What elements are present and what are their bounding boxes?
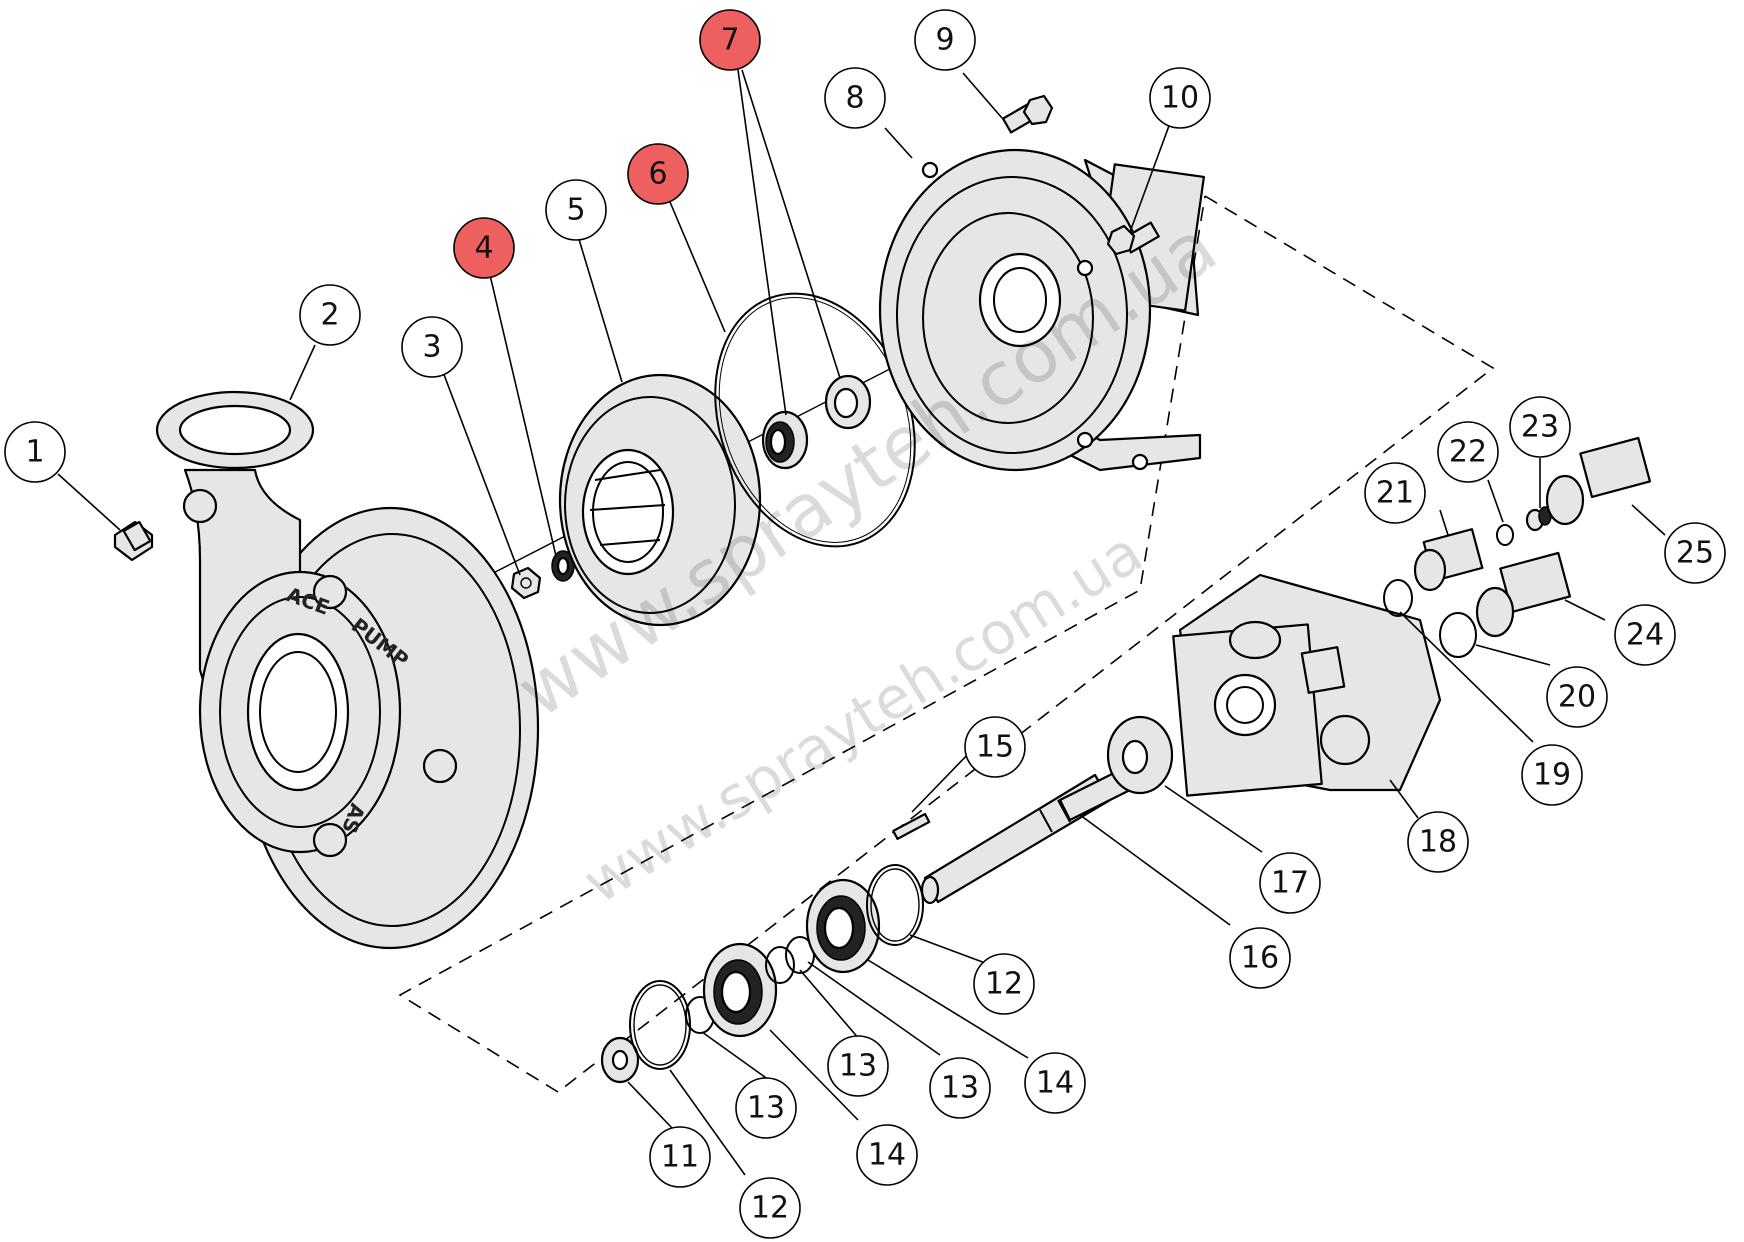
callout-20: 20 (1546, 666, 1608, 728)
callout-13-b: 13 (827, 1035, 889, 1097)
callouts: 1 2 3 4 5 6 7 8 9 10 11 12 12 13 13 13 1… (4, 9, 1726, 1239)
callout-8: 8 (824, 67, 886, 129)
part-11-washer (600, 1036, 640, 1084)
callout-21: 21 (1364, 462, 1426, 524)
part-14-bearing-left (702, 942, 778, 1038)
callout-12-right: 12 (973, 953, 1035, 1015)
callout-25: 25 (1664, 522, 1726, 584)
callout-22-label: 22 (1449, 435, 1487, 470)
callout-18-label: 18 (1419, 825, 1457, 860)
part-19-o-ring (1383, 579, 1413, 617)
callout-16: 16 (1229, 927, 1291, 989)
leader-lines (57, 69, 1666, 1176)
callout-19: 19 (1521, 744, 1583, 806)
callout-13-c-label: 13 (941, 1071, 979, 1106)
callout-9-label: 9 (935, 23, 954, 58)
part-18-hydraulic-motor (1172, 573, 1442, 797)
part-15-key (892, 812, 931, 840)
part-5-impeller (558, 373, 762, 627)
callout-5: 5 (545, 179, 607, 241)
callout-5-label: 5 (566, 193, 585, 228)
callout-3-label: 3 (422, 330, 441, 365)
callout-20-label: 20 (1558, 680, 1596, 715)
callout-2: 2 (299, 284, 361, 346)
callout-16-label: 16 (1241, 941, 1279, 976)
callout-7-label: 7 (720, 23, 739, 58)
part-17-lip-seal (1106, 715, 1174, 795)
callout-3: 3 (401, 316, 463, 378)
callout-6-label: 6 (648, 157, 667, 192)
callout-13-b-label: 13 (839, 1049, 877, 1084)
part-25-fitting (1545, 436, 1652, 526)
part-4-impeller-washer (551, 550, 575, 582)
callout-10: 10 (1149, 67, 1211, 129)
callout-22: 22 (1437, 421, 1499, 483)
callout-4-label: 4 (474, 231, 493, 266)
part-1-plug (113, 520, 154, 562)
callout-12-left-label: 12 (751, 1191, 789, 1226)
callout-4: 4 (453, 217, 515, 279)
callout-1: 1 (4, 421, 66, 483)
part-20-o-ring (1439, 612, 1477, 658)
callout-23: 23 (1509, 396, 1571, 458)
callout-15-label: 15 (976, 730, 1014, 765)
part-12-retaining-ring-right (866, 864, 924, 946)
callout-9: 9 (914, 9, 976, 71)
part-2-pump-casing: ACE PUMP AS (155, 390, 540, 950)
part-24-fitting (1475, 551, 1572, 638)
callout-14-b: 14 (1024, 1052, 1086, 1114)
callout-12-left: 12 (739, 1177, 801, 1239)
callout-21-label: 21 (1376, 476, 1414, 511)
callout-13-a: 13 (735, 1077, 797, 1139)
callout-25-label: 25 (1676, 536, 1714, 571)
callout-11: 11 (649, 1126, 711, 1188)
part-3-impeller-nut (510, 566, 542, 600)
part-21-fitting (1413, 528, 1484, 592)
callout-7: 7 (699, 9, 761, 71)
callout-6: 6 (627, 143, 689, 205)
callout-13-a-label: 13 (747, 1091, 785, 1126)
callout-13-c: 13 (929, 1057, 991, 1119)
callout-17: 17 (1259, 852, 1321, 914)
callout-15: 15 (964, 716, 1026, 778)
callout-17-label: 17 (1271, 866, 1309, 901)
callout-8-label: 8 (845, 81, 864, 116)
callout-14-a-label: 14 (868, 1138, 906, 1173)
part-23-check-valve (1525, 506, 1552, 532)
part-22-o-ring (1496, 524, 1514, 546)
callout-11-label: 11 (661, 1140, 699, 1175)
callout-10-label: 10 (1161, 81, 1199, 116)
part-12-retaining-ring-left (629, 980, 691, 1070)
callout-18: 18 (1407, 811, 1469, 873)
callout-12-right-label: 12 (985, 967, 1023, 1002)
part-9-bolt (1001, 94, 1054, 134)
part-10-bolt (1106, 221, 1160, 256)
part-7-mechanical-seal (761, 374, 872, 470)
explosion-boundary (398, 195, 1495, 1093)
callout-2-label: 2 (320, 298, 339, 333)
callout-24-label: 24 (1626, 618, 1664, 653)
part-14-bearing-right (805, 878, 881, 974)
callout-24: 24 (1614, 604, 1676, 666)
callout-23-label: 23 (1521, 410, 1559, 445)
callout-1-label: 1 (25, 435, 44, 470)
callout-14-a: 14 (856, 1124, 918, 1186)
callout-14-b-label: 14 (1036, 1066, 1074, 1101)
callout-19-label: 19 (1533, 758, 1571, 793)
